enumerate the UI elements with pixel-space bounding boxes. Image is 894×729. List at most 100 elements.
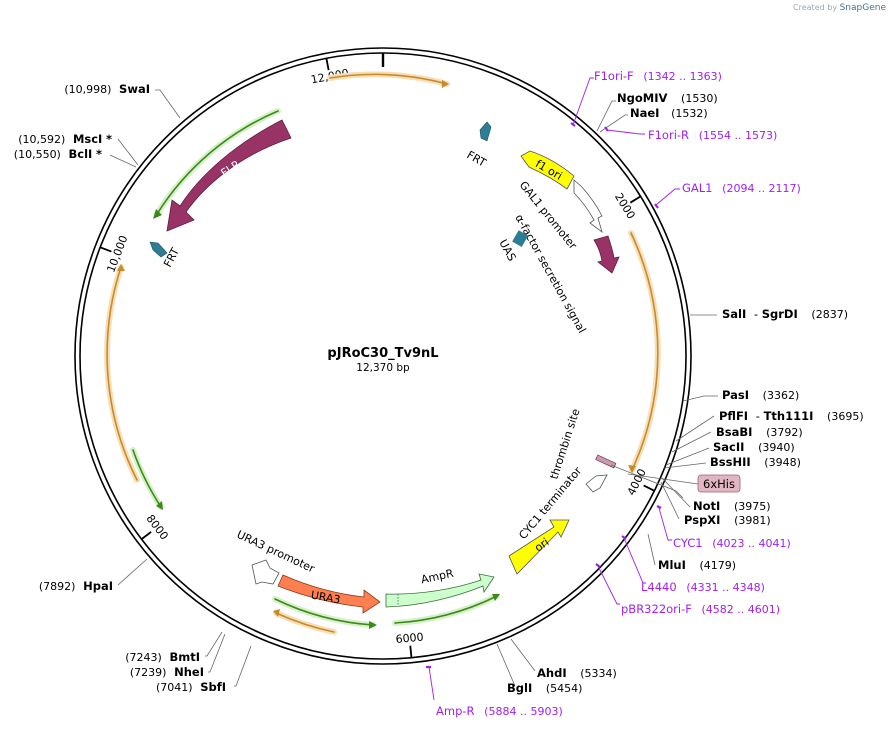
thrombin-site-feature — [595, 454, 617, 469]
site-nhei-name: NheI — [174, 665, 204, 679]
orf-arrow-top — [442, 80, 449, 88]
connector-pspxi — [660, 481, 680, 520]
site-pasi: PasI (3362) — [722, 388, 799, 402]
connector-bgli — [496, 643, 516, 687]
connector-bmti — [205, 631, 223, 657]
site-bsabi-name: BsaBI — [716, 425, 752, 439]
tick-label-2000: 2000 — [612, 191, 638, 222]
ura3-promoter-feature — [251, 559, 280, 585]
tick-mark-4000 — [643, 484, 655, 492]
primer-line-f1ori-r — [606, 129, 645, 135]
site-bsshii: BssHII (3948) — [710, 455, 801, 469]
site-swai-name: SwaI — [119, 82, 150, 96]
tick-mark-6000 — [409, 645, 413, 658]
site-sgrdi-name: SgrDI — [762, 307, 798, 321]
connector-naei — [599, 114, 628, 133]
connector-thrombin — [610, 464, 684, 499]
site-sali-dash: - — [754, 307, 758, 321]
primer-amp-r: Amp-R (5884 .. 5903) — [436, 704, 563, 718]
primer-pbr322ori-f-name: pBR322ori-F — [621, 602, 692, 616]
primer-gal1-name: GAL1 — [682, 181, 713, 195]
primer-mark-f1ori-f — [570, 122, 576, 127]
connector-ngomiv — [596, 100, 616, 132]
site-noti-pos: (3975) — [734, 500, 771, 513]
flp-feature — [166, 119, 292, 232]
primer-l4440-range: (4331 .. 4348) — [686, 581, 765, 594]
primer-mark-cyc1 — [656, 505, 662, 509]
site-pflfi-name: PflFI — [719, 409, 748, 423]
site-bsshii-pos: (3948) — [764, 456, 801, 469]
site-pspxi: PspXI (3981) — [684, 513, 771, 527]
tick-mark-2000 — [629, 195, 642, 204]
connector-sacii — [665, 447, 710, 466]
orf-arrow-right — [628, 465, 636, 473]
site-swai-pos: (10,998) — [64, 83, 111, 96]
green-arrow-1 — [153, 209, 162, 219]
gal1-promoter-feature — [573, 179, 603, 234]
primer-cyc1: CYC1 (4023 .. 4041) — [673, 536, 791, 550]
site-bcli-pos: (10,550) — [14, 148, 61, 161]
site-sacii-pos: (3940) — [758, 441, 795, 454]
connector-bsabi — [671, 431, 712, 453]
green-arc-3-line — [274, 598, 374, 626]
backbone-outer — [74, 47, 692, 665]
green-arrow-3 — [369, 621, 377, 629]
primer-line-amp-r — [428, 666, 435, 701]
primer-l4440-name: L4440 — [641, 580, 677, 594]
primer-line-cyc1 — [658, 507, 672, 541]
site-naei-pos: (1532) — [671, 107, 708, 120]
site-mlui: MluI (4179) — [658, 558, 736, 572]
site-bsshii-name: BssHII — [710, 455, 751, 469]
ura3-label: URA3 — [310, 589, 342, 607]
tick-mark-8000 — [141, 531, 152, 540]
site-noti: NotI (3975) — [693, 499, 771, 513]
primer-mark-gal1 — [654, 203, 659, 209]
site-noti-name: NotI — [693, 499, 720, 513]
primer-line-l4440 — [623, 537, 646, 584]
orf-arc-top-line — [329, 73, 448, 85]
f1-ori-feature — [520, 150, 575, 190]
primer-line-gal1 — [655, 188, 680, 206]
tick-label-6000: 6000 — [395, 630, 424, 646]
site-msci-pos: (10,592) — [18, 133, 65, 146]
site-msci-mark: * — [106, 132, 112, 146]
connector-pflfi — [675, 415, 715, 442]
connector-pasi — [682, 395, 718, 402]
primer-f1ori-r-range: (1554 .. 1573) — [699, 129, 778, 142]
primer-f1ori-r: F1ori-R (1554 .. 1573) — [648, 128, 777, 142]
primer-pbr322ori-f: pBR322ori-F (4582 .. 4601) — [621, 602, 780, 616]
tick-label-4000: 4000 — [625, 467, 649, 498]
site-bcli-name: BclI — [69, 147, 93, 161]
primer-cyc1-range: (4023 .. 4041) — [712, 537, 791, 550]
primer-l4440: L4440 (4331 .. 4348) — [641, 580, 765, 594]
primer-mark-l4440 — [621, 535, 627, 540]
alpha-factor-label: α-factor secretion signal — [512, 212, 588, 335]
site-msci-name: MscI — [73, 132, 102, 146]
site-nhei-pos: (7239) — [130, 666, 167, 679]
site-naei-name: NaeI — [630, 106, 659, 120]
cyc1-terminator-feature — [585, 474, 608, 493]
site-mlui-name: MluI — [658, 558, 686, 572]
site-pflfi-pos: (3695) — [827, 410, 864, 423]
connector-sbfi — [234, 645, 252, 687]
site-sali-name: SalI — [722, 307, 746, 321]
primer-pbr322ori-f-range: (4582 .. 4601) — [702, 603, 781, 616]
orf-arc-left-line — [106, 266, 138, 481]
watermark-brand: SnapGene — [839, 3, 886, 13]
primer-f1ori-f-name: F1ori-F — [594, 69, 634, 83]
site-tth111i-name: Tth111I — [764, 409, 814, 423]
site-sbfi: (7041) SbfI — [156, 680, 226, 694]
ampr-feature — [385, 573, 495, 608]
primer-amp-r-range: (5884 .. 5903) — [484, 705, 563, 718]
site-sbfi-name: SbfI — [200, 680, 226, 694]
site-bgli: BglI (5454) — [507, 681, 582, 695]
site-ahdi-pos: (5334) — [580, 667, 617, 680]
watermark-prefix: Created by — [793, 3, 838, 12]
green-arc-4-line — [394, 595, 498, 624]
ampr-label: AmpR — [420, 567, 455, 587]
site-hpai: (7892) HpaI — [39, 579, 113, 593]
site-msci: (10,592) MscI * — [18, 132, 112, 146]
uas-feature — [512, 230, 529, 248]
primer-line-f1ori-f — [572, 77, 594, 126]
site-ngomiv: NgoMIV (1530) — [617, 91, 718, 105]
